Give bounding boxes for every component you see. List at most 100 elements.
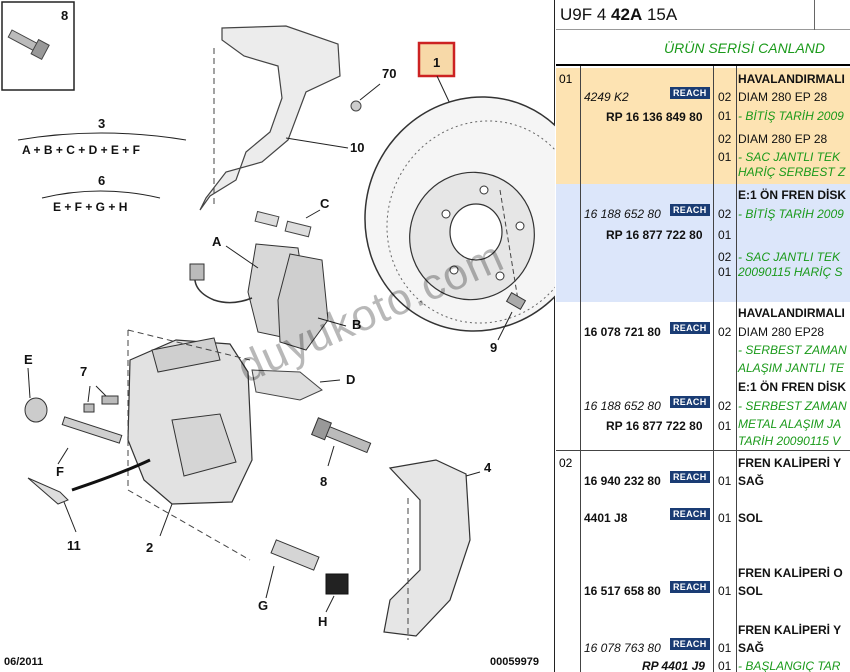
label-4: 4 bbox=[484, 460, 492, 475]
label-f: F bbox=[56, 464, 64, 479]
group-index: 02 bbox=[559, 456, 573, 470]
ref-number[interactable]: 16 188 652 80 bbox=[584, 399, 661, 413]
part-1-highlight-box bbox=[417, 41, 456, 78]
part-number[interactable]: RP 16 877 722 80 bbox=[606, 228, 703, 242]
qty: 01 bbox=[718, 419, 732, 433]
qty: 01 bbox=[718, 109, 732, 123]
description: SAĞ bbox=[738, 641, 765, 655]
dust-shield bbox=[199, 25, 341, 211]
part-number[interactable]: RP 4401 J9 bbox=[642, 659, 705, 672]
ref-number[interactable]: 16 078 721 80 bbox=[584, 325, 661, 339]
qty: 01 bbox=[718, 511, 732, 525]
ref-number[interactable]: 16 188 652 80 bbox=[584, 207, 661, 221]
description: DIAM 280 EP 28 bbox=[738, 132, 828, 146]
group-01-row-2 bbox=[556, 184, 850, 302]
qty: 01 bbox=[718, 150, 732, 164]
description: DIAM 280 EP28 bbox=[738, 325, 825, 339]
exploded-parts-diagram: 8 70 1 10 3 A + B + C + D + E + F 6 E + … bbox=[0, 0, 555, 672]
formula-3: A + B + C + D + E + F bbox=[22, 143, 140, 157]
diagram-drawing bbox=[1, 1, 555, 640]
label-1: 1 bbox=[433, 55, 441, 70]
qty: 01 bbox=[718, 641, 732, 655]
description: - SAC JANTLI TEK bbox=[738, 150, 841, 164]
code-prefix: U9F 4 bbox=[560, 5, 612, 24]
description: - SAC JANTLI TEK bbox=[738, 250, 841, 264]
label-3: 3 bbox=[98, 116, 106, 131]
qty: 01 bbox=[718, 584, 732, 598]
description: - BAŞLANGIÇ TAR bbox=[738, 659, 841, 672]
label-g: G bbox=[258, 598, 269, 613]
label-e: E bbox=[24, 352, 33, 367]
bleed-screws bbox=[83, 395, 119, 413]
label-11: 11 bbox=[67, 538, 81, 553]
description: METAL ALAŞIM JA bbox=[738, 417, 842, 431]
model-code-bar: U9F 4 42A 15A bbox=[556, 0, 850, 30]
ref-number[interactable]: 16 940 232 80 bbox=[584, 474, 661, 488]
description: SOL bbox=[738, 584, 763, 598]
label-b: B bbox=[352, 317, 362, 332]
description: SAĞ bbox=[738, 474, 765, 488]
qty: 02 bbox=[718, 399, 732, 413]
label-h: H bbox=[318, 614, 328, 629]
description: HAVALANDIRMALI bbox=[738, 72, 845, 86]
description: SOL bbox=[738, 511, 763, 525]
group-index: 01 bbox=[559, 72, 573, 86]
label-70: 70 bbox=[382, 66, 397, 81]
clip-c bbox=[254, 210, 312, 238]
description: 20090115 HARİÇ S bbox=[738, 265, 843, 279]
description: FREN KALİPERİ O bbox=[738, 566, 843, 580]
qty: 01 bbox=[718, 228, 732, 242]
qty: 01 bbox=[718, 265, 732, 279]
code-bold: 42A bbox=[611, 5, 643, 24]
description: E:1 ÖN FREN DİSK bbox=[738, 188, 847, 202]
diagram-date: 06/2011 bbox=[4, 656, 44, 668]
caliper-carrier bbox=[383, 459, 471, 637]
reach-badge: REACH bbox=[670, 87, 710, 99]
description: - BİTİŞ TARİH 2009 bbox=[738, 207, 844, 221]
qty: 02 bbox=[718, 325, 732, 339]
reach-badge: REACH bbox=[670, 508, 710, 520]
diagram-number: 00059979 bbox=[490, 656, 539, 668]
description: HAVALANDIRMALI bbox=[738, 306, 845, 320]
qty: 02 bbox=[718, 90, 732, 104]
label-c: C bbox=[320, 196, 330, 211]
reach-badge: REACH bbox=[670, 581, 710, 593]
label-d: D bbox=[346, 372, 356, 387]
qty: 02 bbox=[718, 207, 732, 221]
description: FREN KALİPERİ Y bbox=[738, 623, 842, 637]
description: - SERBEST ZAMAN bbox=[738, 343, 847, 357]
qty: 02 bbox=[718, 250, 732, 264]
description: ALAŞIM JANTLI TE bbox=[738, 361, 845, 375]
formula-6: E + F + G + H bbox=[53, 200, 128, 214]
description: HARİÇ SERBEST Z bbox=[738, 165, 846, 179]
reach-badge: REACH bbox=[670, 322, 710, 334]
part-number[interactable]: RP 16 136 849 80 bbox=[606, 110, 703, 124]
series-title: ÜRÜN SERİSİ CANLAND bbox=[556, 30, 850, 66]
parts-table-panel: U9F 4 42A 15A ÜRÜN SERİSİ CANLAND 01 02 … bbox=[556, 0, 850, 672]
reach-badge: REACH bbox=[670, 204, 710, 216]
qty: 02 bbox=[718, 132, 732, 146]
ref-number[interactable]: 4401 J8 bbox=[584, 511, 628, 525]
label-8-lower: 8 bbox=[320, 474, 328, 489]
description: FREN KALİPERİ Y bbox=[738, 456, 842, 470]
qty: 01 bbox=[718, 659, 732, 672]
description: E:1 ÖN FREN DİSK bbox=[738, 380, 847, 394]
label-6: 6 bbox=[98, 173, 106, 188]
description: DIAM 280 EP 28 bbox=[738, 90, 828, 104]
brake-disc bbox=[364, 96, 555, 332]
label-a: A bbox=[212, 234, 222, 249]
label-2: 2 bbox=[146, 540, 154, 555]
ref-number[interactable]: 16 517 658 80 bbox=[584, 584, 661, 598]
qty: 01 bbox=[718, 474, 732, 488]
label-10: 10 bbox=[350, 140, 365, 155]
description: - SERBEST ZAMAN bbox=[738, 399, 847, 413]
description: - BİTİŞ TARİH 2009 bbox=[738, 109, 844, 123]
label-8: 8 bbox=[61, 8, 69, 23]
reach-badge: REACH bbox=[670, 638, 710, 650]
ref-number[interactable]: 16 078 763 80 bbox=[584, 641, 661, 655]
reach-badge: REACH bbox=[670, 396, 710, 408]
ref-number[interactable]: 4249 K2 bbox=[584, 90, 629, 104]
part-number[interactable]: RP 16 877 722 80 bbox=[606, 419, 703, 433]
description: TARİH 20090115 V bbox=[738, 434, 841, 448]
label-9: 9 bbox=[490, 340, 498, 355]
